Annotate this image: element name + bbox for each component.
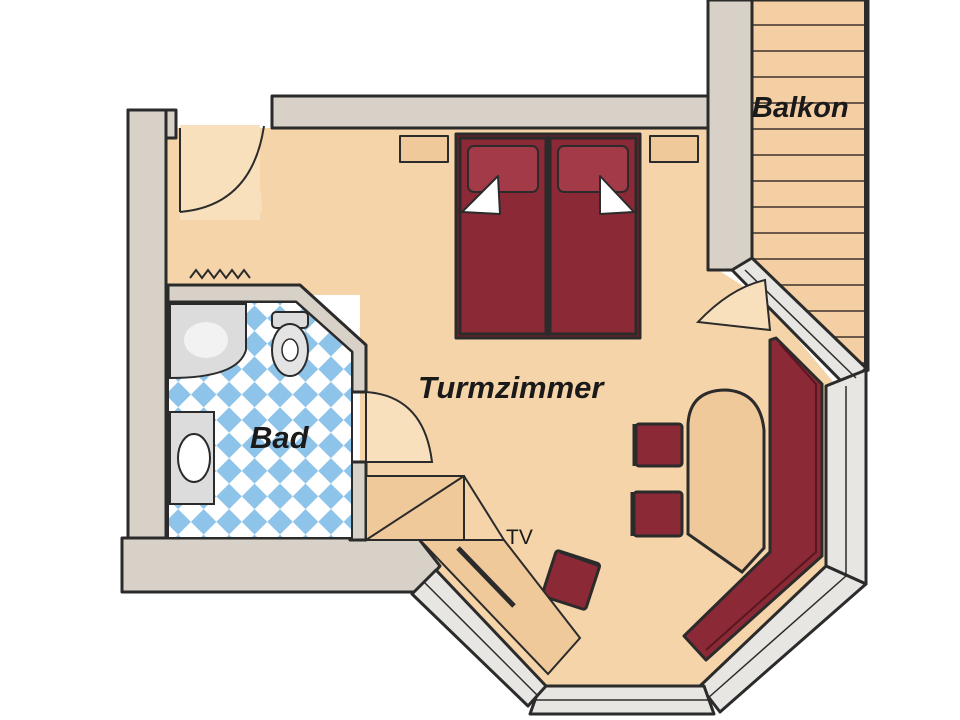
chair-1 bbox=[634, 422, 684, 468]
wall-bottom bbox=[120, 536, 442, 594]
pillow-right bbox=[557, 145, 629, 193]
bath-door bbox=[365, 390, 434, 463]
wall-left bbox=[126, 108, 168, 542]
nightstand-right bbox=[649, 135, 699, 163]
tv-label: TV bbox=[506, 526, 533, 549]
entry-door bbox=[180, 128, 262, 212]
walls bbox=[120, 0, 754, 594]
nightstand-left bbox=[399, 135, 449, 163]
radiator bbox=[189, 268, 251, 280]
window-se bbox=[698, 564, 868, 714]
toilet bbox=[271, 311, 309, 377]
pillow-left bbox=[467, 145, 539, 193]
chair-2 bbox=[632, 490, 684, 538]
bathroom bbox=[167, 268, 353, 539]
bathroom-label: Bad bbox=[250, 420, 309, 455]
dining-table bbox=[686, 388, 766, 574]
wall-balcony bbox=[706, 0, 754, 272]
double-bed bbox=[399, 132, 699, 340]
doors bbox=[179, 125, 772, 463]
room-label: Turmzimmer bbox=[418, 370, 604, 405]
sink bbox=[169, 411, 215, 505]
wall-top bbox=[270, 94, 712, 130]
corner-bench bbox=[682, 336, 824, 662]
chairs bbox=[540, 422, 684, 611]
tv-desk bbox=[417, 539, 582, 676]
balcony-door bbox=[695, 278, 772, 332]
wardrobe bbox=[365, 475, 582, 676]
balcony-label: Balkon bbox=[752, 92, 849, 124]
